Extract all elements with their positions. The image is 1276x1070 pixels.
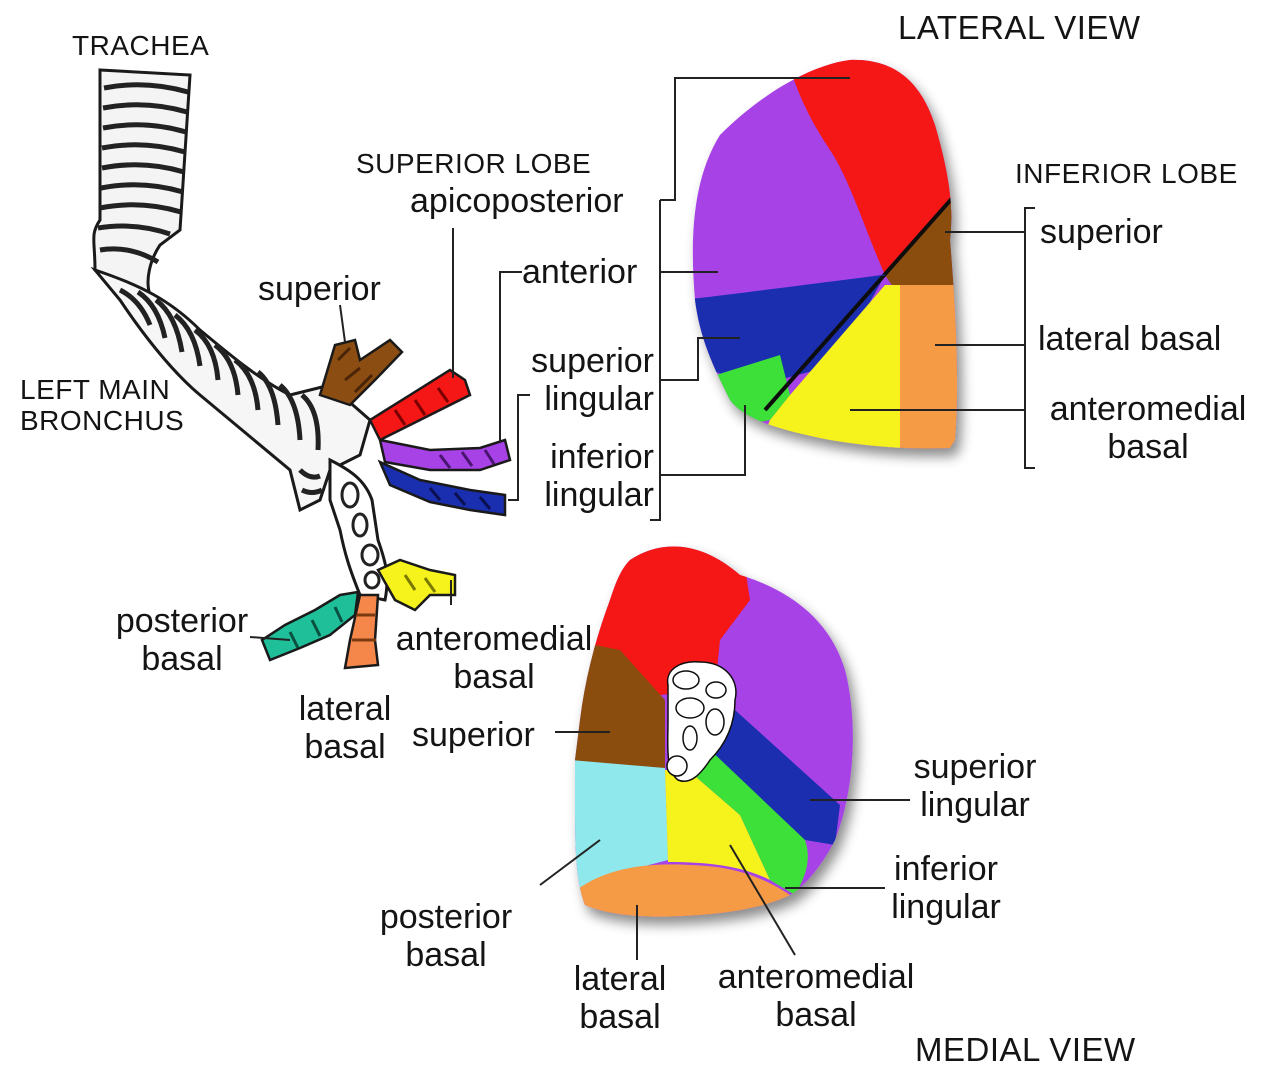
trachea-label: TRACHEA (72, 30, 209, 61)
left-main-bronchus-label: LEFT MAIN BRONCHUS (20, 374, 184, 437)
medial-inferior-lingular-line2: lingular (874, 888, 1018, 926)
superior-branch-label: superior (258, 270, 381, 308)
medial-lateral-basal-label: lateral basal (560, 960, 680, 1036)
inferior-lobe-bracket (1025, 208, 1035, 468)
medial-anteromedial-basal-line2: basal (702, 996, 930, 1034)
lat-lateral-basal-segment (900, 285, 970, 460)
inferior-lobe-anteromedial-line1: anteromedial (1036, 390, 1260, 428)
medial-superior-label: superior (412, 716, 535, 754)
medial-lateral-basal-line2: basal (560, 998, 680, 1036)
posterior-basal-branch-line1: posterior (104, 602, 260, 640)
lateral-basal-branch-label: lateral basal (284, 690, 406, 766)
inferior-lobe-anteromedial-basal-label: anteromedial basal (1036, 390, 1260, 466)
medial-anteromedial-basal-label: anteromedial basal (702, 958, 930, 1034)
medial-superior-lingular-label: superior lingular (900, 748, 1050, 824)
superior-lobe-heading: SUPERIOR LOBE (356, 148, 591, 179)
anteromedial-basal-branch-label: anteromedial basal (382, 620, 606, 696)
inferior-lobe-heading: INFERIOR LOBE (1015, 158, 1238, 189)
inferior-lingular-line1: inferior (514, 438, 654, 476)
posterior-basal-branch-line2: basal (104, 640, 260, 678)
inferior-lingular-label: inferior lingular (514, 438, 654, 514)
superior-lingular-line1: superior (514, 342, 654, 380)
lateral-basal-branch-line2: basal (284, 728, 406, 766)
anterior-label: anterior (522, 253, 637, 291)
inferior-lingular-line2: lingular (514, 476, 654, 514)
medial-posterior-basal-label: posterior basal (366, 898, 526, 974)
apicoposterior-label: apicoposterior (410, 182, 624, 220)
leader-superior-branch (340, 305, 345, 342)
inferior-lobe-anteromedial-line2: basal (1036, 428, 1260, 466)
medial-view-lung (570, 535, 870, 925)
trachea (94, 70, 190, 295)
lateral-view-title: LATERAL VIEW (898, 10, 1141, 47)
medial-anteromedial-basal-line1: anteromedial (702, 958, 930, 996)
anteromedial-basal-branch-line2: basal (382, 658, 606, 696)
medial-superior-lingular-line2: lingular (900, 786, 1050, 824)
inferior-lobe-superior-label: superior (1040, 213, 1163, 251)
leader-lat-inferior-lingular (660, 405, 745, 475)
medial-posterior-basal-line2: basal (366, 936, 526, 974)
medial-lateral-basal-line1: lateral (560, 960, 680, 998)
apicoposterior-branch (370, 370, 470, 440)
superior-branch (320, 340, 402, 405)
lower-lobe-bronchus (330, 460, 387, 600)
inferior-lobe-lateral-basal-label: lateral basal (1038, 320, 1221, 358)
medial-inferior-lingular-line1: inferior (874, 850, 1018, 888)
anteromedial-basal-branch-line1: anteromedial (382, 620, 606, 658)
medial-inferior-lingular-label: inferior lingular (874, 850, 1018, 926)
left-main-bronchus-line2: BRONCHUS (20, 405, 184, 436)
medial-superior-lingular-line1: superior (900, 748, 1050, 786)
anteromedial-basal-branch (378, 560, 455, 610)
anterior-branch (380, 440, 510, 470)
superior-lingular-label: superior lingular (514, 342, 654, 418)
posterior-basal-branch (262, 592, 358, 660)
superior-lingular-line2: lingular (514, 380, 654, 418)
left-main-bronchus-line1: LEFT MAIN (20, 374, 184, 405)
medial-posterior-basal-line1: posterior (366, 898, 526, 936)
lateral-view-lung (680, 50, 970, 460)
medial-view-title: MEDIAL VIEW (915, 1032, 1136, 1069)
posterior-basal-branch-label: posterior basal (104, 602, 260, 678)
